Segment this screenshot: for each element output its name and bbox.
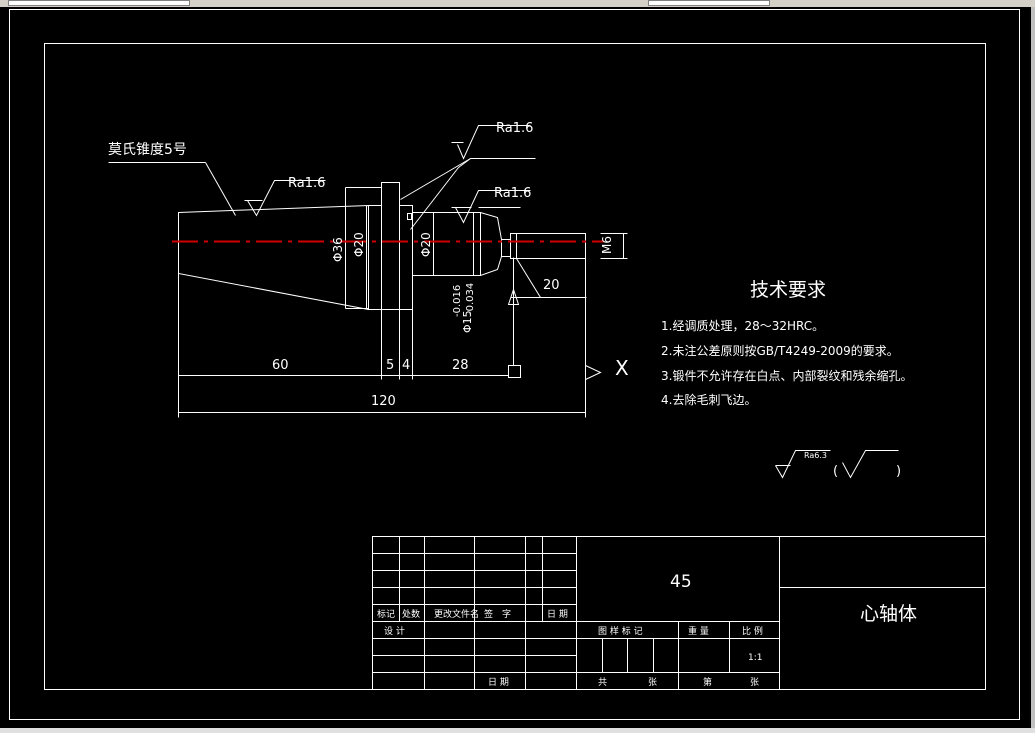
part-label-morse-taper: 莫氏锥度5号 xyxy=(108,142,187,158)
tb-hdr-count: 处数 xyxy=(402,608,420,620)
dim-length-5: 5 xyxy=(386,358,394,373)
tb-hdr-mark: 标记 xyxy=(377,608,395,620)
dimension-lines xyxy=(178,187,628,418)
tech-req-item-2: 2.未注公差原则按GB/T4249-2009的要求。 xyxy=(661,343,899,358)
tb-weight: 重 量 xyxy=(688,625,709,637)
tb-sheet-unit1: 张 xyxy=(648,677,657,688)
tb-scale-label: 比 例 xyxy=(742,625,763,637)
top-toolbar-strip xyxy=(0,0,1035,7)
inner-frame xyxy=(44,43,986,690)
dim-length-20: 20 xyxy=(543,278,560,293)
dim-tol-upper: -0.016 xyxy=(452,285,463,317)
tb-part-name: 心轴体 xyxy=(860,603,917,625)
dim-length-28: 28 xyxy=(452,358,469,373)
vertical-scrollbar[interactable] xyxy=(1031,7,1035,728)
horizontal-scrollbar[interactable] xyxy=(0,728,1035,733)
roughness-taper-label: Ra1.6 xyxy=(288,176,325,191)
title-block-grid xyxy=(372,536,986,690)
dim-dia15: Φ15 xyxy=(461,310,474,333)
paren-open: ( xyxy=(833,464,838,479)
drawing-canvas[interactable]: X 莫氏锥度5号 Ra1.6 Ra1.6 Ra1.6 Ra6.3 ( ) Φ36… xyxy=(0,7,1031,728)
tb-sheet-unit2: 张 xyxy=(750,677,759,688)
tb-hdr-sign: 签 字 xyxy=(484,608,511,620)
shaft-outline xyxy=(178,182,586,311)
dim-length-60: 60 xyxy=(272,358,289,373)
tb-hdr-filename: 更改文件名 xyxy=(434,608,479,620)
toolbar-field[interactable] xyxy=(8,0,190,6)
tech-req-item-3: 3.锻件不允许存在白点、内部裂纹和残余缩孔。 xyxy=(661,368,912,383)
tech-req-item-1: 1.经调质处理，28～32HRC。 xyxy=(661,319,824,333)
roughness-right-label: Ra1.6 xyxy=(494,186,531,201)
roughness-symbols xyxy=(244,125,899,479)
tb-material: 45 xyxy=(670,572,692,592)
leader-lines xyxy=(108,158,536,230)
tb-design: 设 计 xyxy=(384,625,405,637)
tb-scale: 1:1 xyxy=(748,653,762,663)
tb-hdr-date: 日 期 xyxy=(547,609,568,620)
drawing-svg: X 莫氏锥度5号 Ra1.6 Ra1.6 Ra1.6 Ra6.3 ( ) Φ36… xyxy=(9,9,1020,720)
cross-mark: X xyxy=(615,356,629,380)
tb-sheets-total: 共 xyxy=(598,677,607,688)
roughness-top-label: Ra1.6 xyxy=(496,121,533,136)
toolbar-field[interactable] xyxy=(648,0,770,6)
tb-date: 日 期 xyxy=(488,677,509,688)
dim-dia20-mid: Φ20 xyxy=(419,232,433,257)
tb-sheet-no: 第 xyxy=(703,676,712,688)
roughness-general-label: Ra6.3 xyxy=(804,451,827,460)
dim-dia36: Φ36 xyxy=(331,237,345,262)
tech-req-title: 技术要求 xyxy=(750,279,826,301)
dim-tol-lower: -0.034 xyxy=(465,283,476,315)
dim-length-4: 4 xyxy=(402,358,410,373)
dim-dia20-left: Φ20 xyxy=(352,232,366,257)
paren-close: ) xyxy=(896,464,901,479)
outer-border xyxy=(9,9,1020,720)
tech-req-item-4: 4.去除毛刺飞边。 xyxy=(661,392,756,407)
tb-stage-mark: 图 样 标 记 xyxy=(598,625,643,637)
dim-length-120: 120 xyxy=(371,394,396,409)
dim-thread-m6: M6 xyxy=(600,236,614,254)
